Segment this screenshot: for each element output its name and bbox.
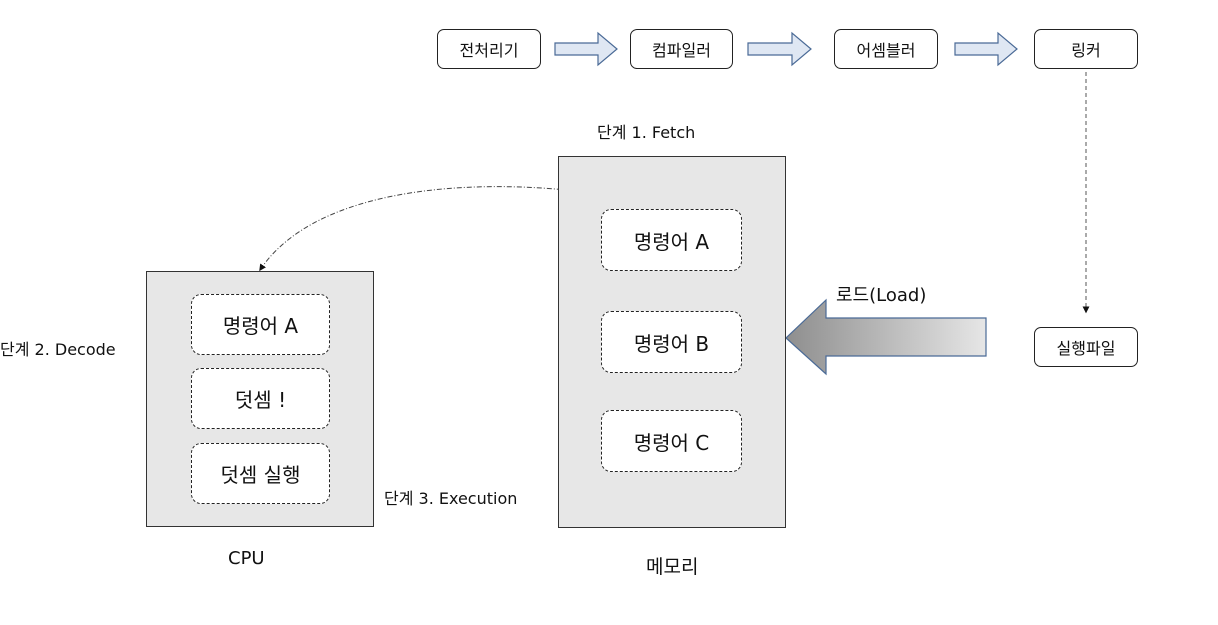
memory-instruction-c: 명령어 C bbox=[601, 410, 742, 472]
cpu-instruction-a: 명령어 A bbox=[191, 294, 330, 355]
memory-instruction-b: 명령어 B bbox=[601, 311, 742, 373]
stage-preprocessor: 전처리기 bbox=[437, 29, 541, 69]
step-decode-label: 단계 2. Decode bbox=[0, 340, 116, 359]
pipeline-arrow-3 bbox=[954, 31, 1018, 67]
step-execution-label: 단계 3. Execution bbox=[384, 489, 518, 508]
cpu-execute-add: 덧셈 실행 bbox=[191, 443, 330, 504]
pipeline-arrow-2 bbox=[747, 31, 812, 67]
stage-linker: 링커 bbox=[1034, 29, 1138, 69]
step-fetch-label: 단계 1. Fetch bbox=[597, 123, 696, 142]
cpu-caption: CPU bbox=[228, 548, 265, 569]
pipeline-arrow-1 bbox=[554, 31, 618, 67]
load-label: 로드(Load) bbox=[836, 285, 927, 306]
stage-executable: 실행파일 bbox=[1034, 327, 1138, 367]
load-arrow bbox=[785, 298, 987, 376]
memory-caption: 메모리 bbox=[646, 556, 699, 578]
stage-compiler: 컴파일러 bbox=[630, 29, 733, 69]
cpu-decoded-add: 덧셈 ! bbox=[191, 368, 330, 429]
memory-instruction-a: 명령어 A bbox=[601, 209, 742, 271]
stage-assembler: 어셈블러 bbox=[834, 29, 938, 69]
